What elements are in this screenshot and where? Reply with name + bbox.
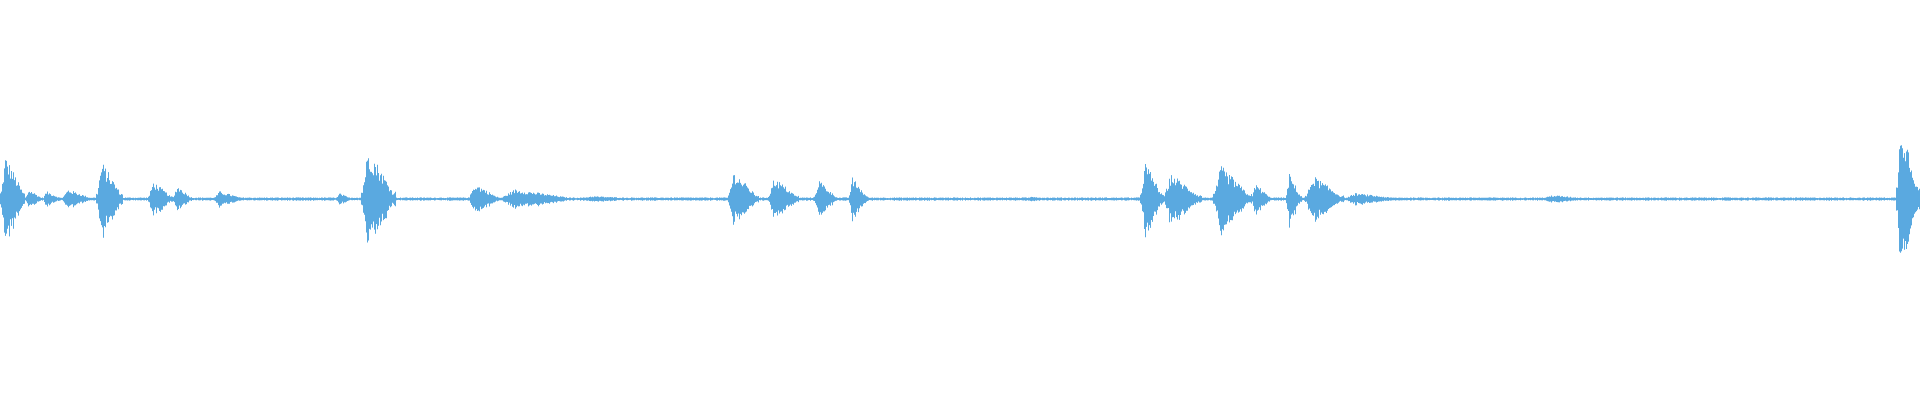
waveform-trace	[0, 145, 1920, 253]
